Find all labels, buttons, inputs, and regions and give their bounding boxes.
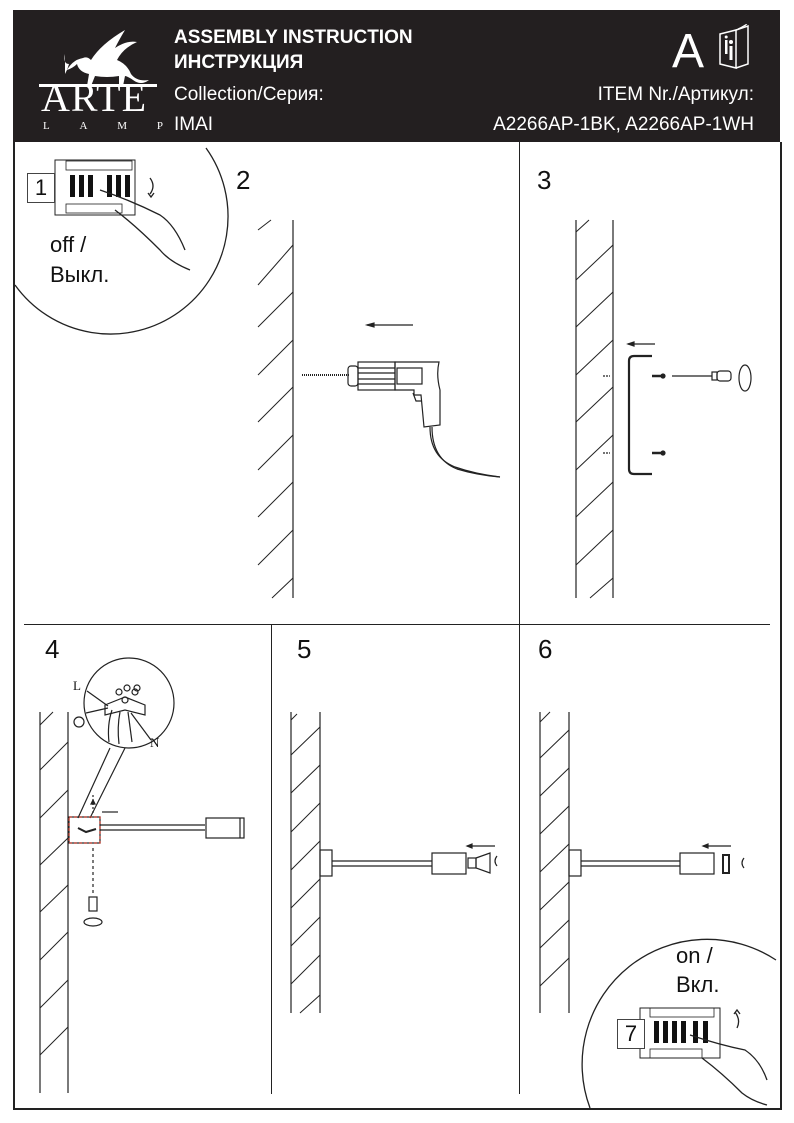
step-1-number: 1 — [27, 173, 55, 203]
brand-letter: A — [79, 120, 88, 132]
item-label: ITEM Nr./Артикул: — [597, 84, 754, 105]
collection-value: IMAI — [174, 114, 214, 135]
step-7-number: 7 — [617, 1019, 645, 1049]
brand-letter: M — [117, 120, 128, 132]
column-divider — [519, 142, 520, 624]
brand-subline: L A M P — [43, 120, 163, 132]
step-7-caption-en: on / — [676, 943, 713, 968]
doc-letter: A — [671, 25, 704, 78]
brand-wordmark: ARTE — [41, 75, 148, 120]
step-6-number: 6 — [538, 634, 553, 664]
wire-label-live: L — [73, 678, 81, 693]
step-1-caption-ru: Выкл. — [50, 262, 110, 287]
brand-letter: L — [43, 120, 50, 132]
page-frame — [13, 142, 782, 1110]
collection-label: Collection/Серия: — [174, 84, 324, 105]
manual-book-icon — [719, 24, 749, 69]
step-7-caption-ru: Вкл. — [676, 972, 720, 997]
column-divider — [271, 624, 272, 1094]
step-4-number: 4 — [45, 634, 60, 664]
griffin-logo-icon — [39, 30, 157, 87]
column-divider — [519, 624, 520, 1094]
step-1-caption-en: off / — [50, 232, 87, 257]
item-value: A2266AP-1BK, A2266AP-1WH — [493, 114, 754, 135]
step-5-number: 5 — [297, 634, 312, 664]
wire-label-neutral: N — [150, 735, 160, 750]
row-divider — [24, 624, 770, 625]
document-header: ARTE L A M P ASSEMBLY INSTRUCTION ИНСТРУ… — [13, 10, 780, 142]
title-en: ASSEMBLY INSTRUCTION — [174, 27, 413, 48]
step-3-number: 3 — [537, 165, 552, 195]
title-ru: ИНСТРУКЦИЯ — [174, 52, 304, 73]
step-2-number: 2 — [236, 165, 251, 195]
brand-letter: P — [156, 120, 163, 132]
